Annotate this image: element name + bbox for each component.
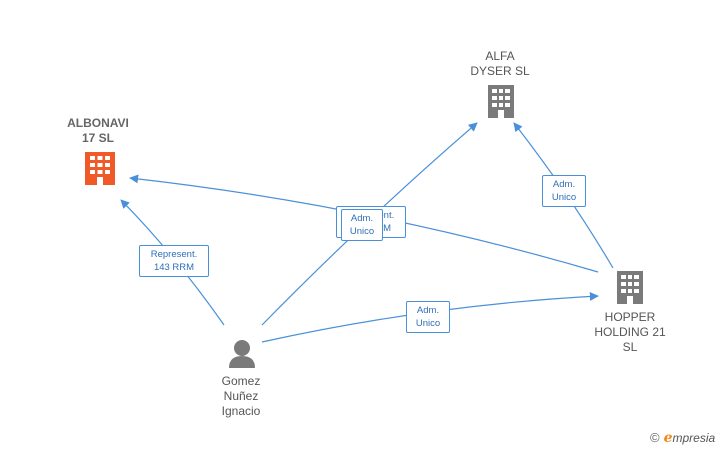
node-label-line: 17 SL: [81, 131, 114, 145]
node-label-line: ALBONAVI: [67, 116, 129, 130]
node-label-gomez[interactable]: Gomez Nuñez Ignacio: [222, 374, 261, 419]
edge-label-line: Adm.: [552, 179, 576, 190]
building-icon[interactable]: [617, 271, 643, 304]
edge-label-line: Unico: [551, 192, 577, 203]
building-icon[interactable]: [85, 152, 115, 185]
edge-label-gomez-alfa[interactable]: Adm. Unico: [341, 209, 383, 241]
node-label-line: SL: [622, 340, 638, 354]
node-label-alfa[interactable]: ALFA DYSER SL: [470, 49, 529, 79]
edge-label-line: Unico: [415, 318, 441, 329]
edge-label-line: Adm.: [416, 305, 440, 316]
node-label-hopper[interactable]: HOPPER HOLDING 21 SL: [594, 310, 665, 355]
node-label-line: DYSER SL: [470, 64, 530, 78]
person-icon[interactable]: [229, 340, 255, 368]
node-label-albonavi[interactable]: ALBONAVI 17 SL: [67, 116, 129, 146]
node-label-line: Gomez: [221, 374, 261, 388]
edge-label-line: Unico: [349, 226, 375, 237]
edge-label-gomez-albonavi[interactable]: Represent. 143 RRM: [139, 245, 209, 277]
edge-label-gomez-hopper[interactable]: Adm. Unico: [406, 301, 450, 333]
brand-first-letter: e: [663, 430, 673, 446]
edge-label-hopper-alfa[interactable]: Adm. Unico: [542, 175, 586, 207]
edge-label-line: 143 RRM: [153, 262, 195, 273]
node-label-line: ALFA: [485, 49, 515, 63]
copyright-symbol: ©: [650, 430, 660, 445]
node-label-line: Ignacio: [221, 404, 261, 418]
edge-label-line: Adm.: [350, 213, 374, 224]
node-label-line: Nuñez: [223, 389, 259, 403]
node-label-line: HOLDING 21: [594, 325, 666, 339]
building-icon[interactable]: [488, 85, 514, 118]
node-label-line: HOPPER: [604, 310, 656, 324]
brand-name: mpresia: [672, 431, 716, 445]
edge-label-line: Represent.: [150, 249, 198, 260]
empresia-logo: ©empresia: [650, 430, 715, 446]
